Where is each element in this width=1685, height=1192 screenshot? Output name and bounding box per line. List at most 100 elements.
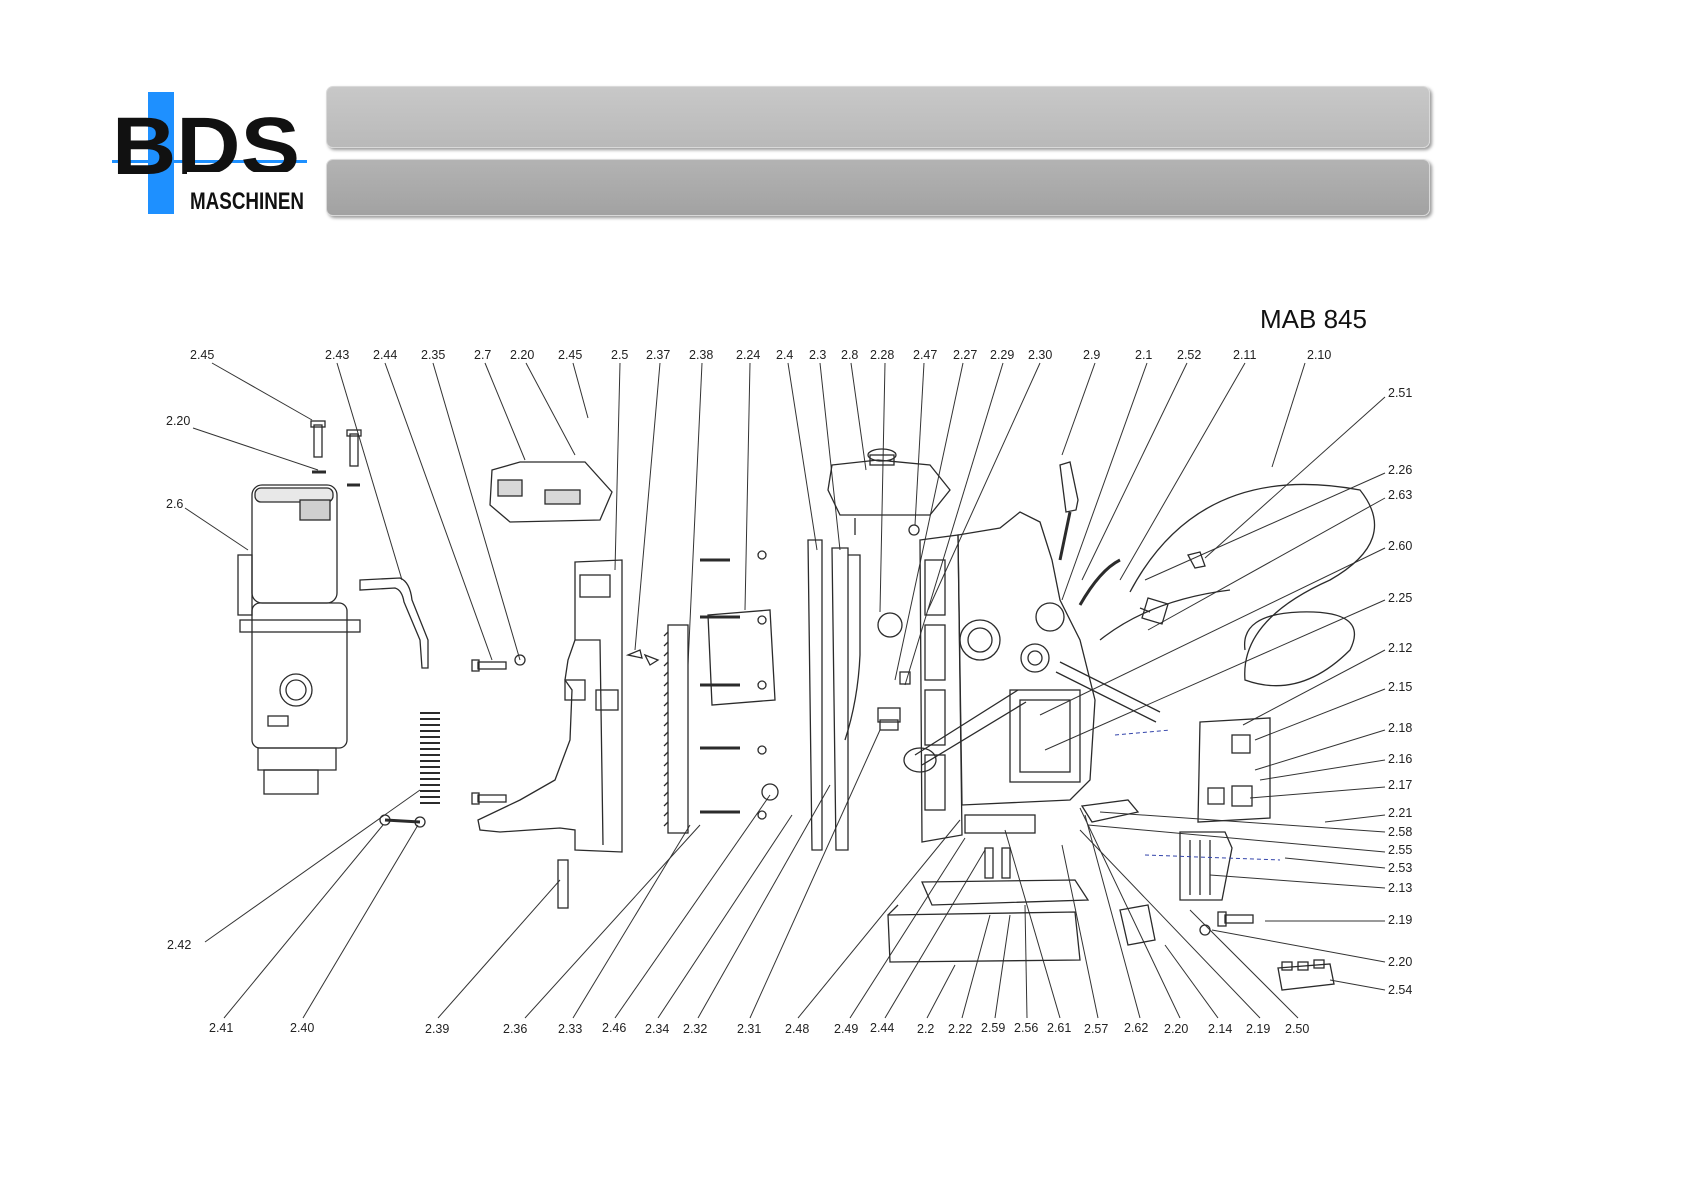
feed-handles — [903, 461, 1161, 773]
part-label: 2.26 — [1388, 463, 1413, 477]
part-label: 2.58 — [1388, 825, 1413, 839]
gear-rack — [663, 624, 689, 834]
part-label: 2.60 — [1388, 539, 1413, 553]
drill-motor — [237, 484, 361, 795]
part-label: 2.36 — [503, 1022, 528, 1036]
control-board — [1179, 831, 1233, 901]
part-label: 2.16 — [1388, 752, 1413, 766]
part-label: 2.52 — [1177, 348, 1202, 362]
part-label: 2.61 — [1047, 1021, 1072, 1035]
part-label: 2.13 — [1388, 881, 1413, 895]
part-label: 2.38 — [689, 348, 714, 362]
part-label: 2.27 — [953, 348, 978, 362]
part-label: 2.17 — [1388, 778, 1413, 792]
part-label: 2.20 — [1164, 1022, 1189, 1036]
part-label: 2.2 — [917, 1022, 935, 1036]
part-label: 2.33 — [558, 1022, 583, 1036]
part-label: 2.37 — [646, 348, 671, 362]
part-label: 2.54 — [1388, 983, 1413, 997]
part-label: 2.63 — [1388, 488, 1413, 502]
cable-gland — [877, 707, 901, 731]
part-label: 2.22 — [948, 1022, 973, 1036]
bds-logo: BDS MASCHINEN — [112, 92, 307, 214]
valve-knob — [877, 612, 903, 638]
cable-clamp — [1187, 551, 1206, 569]
clamp-screws — [625, 649, 660, 666]
part-label: 2.19 — [1246, 1022, 1271, 1036]
part-label: 2.5 — [611, 348, 629, 362]
part-label: 2.39 — [425, 1022, 450, 1036]
part-label: 2.8 — [841, 348, 859, 362]
part-label: 2.50 — [1285, 1022, 1310, 1036]
part-label: 2.51 — [1388, 386, 1413, 400]
leader-lines — [211, 362, 1306, 686]
safety-switch — [1080, 799, 1156, 946]
part-label: 2.28 — [870, 348, 895, 362]
part-label: 2.6 — [166, 497, 184, 511]
part-label: 2.29 — [990, 348, 1015, 362]
part-label: 2.1 — [1135, 348, 1153, 362]
hose — [359, 577, 429, 669]
guide-strips — [807, 539, 861, 851]
part-label: 2.44 — [870, 1021, 895, 1035]
part-label: 2.30 — [1028, 348, 1053, 362]
control-panel — [1197, 717, 1271, 823]
magnet-base — [887, 879, 1090, 963]
part-label: 2.45 — [190, 348, 215, 362]
part-label: 2.20 — [510, 348, 535, 362]
part-label: 2.53 — [1388, 861, 1413, 875]
part-label: 2.40 — [290, 1021, 315, 1035]
part-label: 2.45 — [558, 348, 583, 362]
part-label: 2.34 — [645, 1022, 670, 1036]
part-label: 2.31 — [737, 1022, 762, 1036]
part-label: 2.25 — [1388, 591, 1413, 605]
logo-subtitle: MASCHINEN — [190, 188, 304, 214]
adjusting-knob — [761, 783, 779, 801]
terminal-block — [1277, 959, 1335, 991]
part-label: 2.10 — [1307, 348, 1332, 362]
part-label: 2.46 — [602, 1021, 627, 1035]
guide-pin — [557, 859, 569, 909]
screw-cap — [908, 524, 920, 536]
part-label: 2.19 — [1388, 913, 1413, 927]
part-label: 2.14 — [1208, 1022, 1233, 1036]
coolant-tank — [827, 448, 951, 535]
power-cable — [1078, 483, 1376, 687]
part-label: 2.59 — [981, 1021, 1006, 1035]
part-label: 2.47 — [913, 348, 938, 362]
part-label: 2.62 — [1124, 1021, 1149, 1035]
part-label: 2.21 — [1388, 806, 1413, 820]
part-label: 2.57 — [1084, 1022, 1109, 1036]
header-bar-bottom — [326, 159, 1430, 216]
power-plug — [1139, 597, 1169, 625]
spring — [420, 712, 440, 804]
part-label: 2.41 — [209, 1021, 234, 1035]
part-label: 2.55 — [1388, 843, 1413, 857]
magnet-electronics — [964, 814, 1036, 879]
part-label: 2.12 — [1388, 641, 1413, 655]
part-label: 2.15 — [1388, 680, 1413, 694]
header-bar-top — [326, 86, 1430, 148]
small-screws — [471, 654, 526, 805]
part-label: 2.42 — [167, 938, 192, 952]
part-label: 2.20 — [1388, 955, 1413, 969]
small-block — [899, 671, 911, 685]
part-label: 2.49 — [834, 1022, 859, 1036]
part-label: 2.4 — [776, 348, 794, 362]
part-label: 2.11 — [1233, 348, 1257, 362]
motor-screws — [310, 420, 362, 487]
part-label: 2.32 — [683, 1022, 708, 1036]
part-label: 2.35 — [421, 348, 446, 362]
slide-carriage — [477, 559, 623, 853]
adjusting-plate — [700, 550, 776, 820]
model-name: MAB 845 — [1260, 304, 1367, 334]
part-label: 2.24 — [736, 348, 761, 362]
part-label: 2.3 — [809, 348, 827, 362]
drill-stand-frame — [919, 511, 1096, 843]
part-label: 2.56 — [1014, 1021, 1039, 1035]
part-label: 2.43 — [325, 348, 350, 362]
logo-accent-block — [148, 92, 174, 214]
part-label: 2.20 — [166, 414, 191, 428]
part-label: 2.48 — [785, 1022, 810, 1036]
